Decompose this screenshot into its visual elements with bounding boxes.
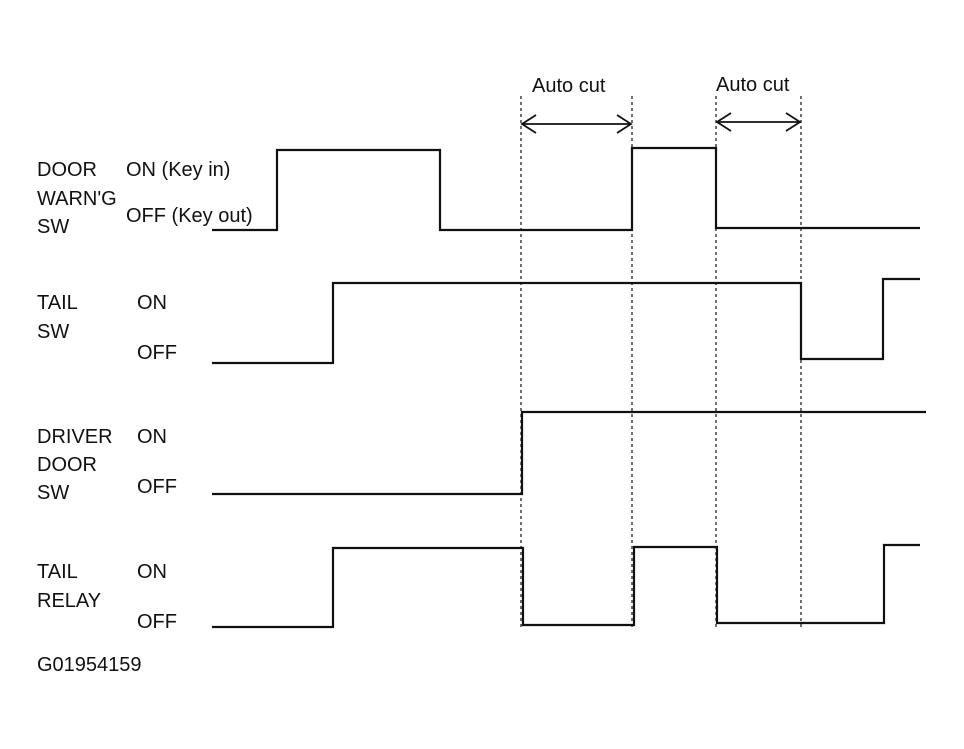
signal-waveform bbox=[212, 543, 920, 629]
auto-cut-arrow-1 bbox=[520, 114, 633, 134]
signal-tail-relay: TAIL RELAY ON OFF bbox=[37, 543, 920, 633]
signal-name-line: SW bbox=[37, 216, 69, 238]
auto-cut-label-2: Auto cut bbox=[716, 74, 790, 96]
signal-name-line: SW bbox=[37, 482, 69, 504]
off-state-label: OFF bbox=[137, 611, 177, 633]
signal-name-line: TAIL bbox=[37, 292, 78, 314]
on-state-label: ON bbox=[137, 426, 167, 448]
signal-name-line: TAIL bbox=[37, 561, 78, 583]
on-state-label: ON bbox=[137, 561, 167, 583]
off-state-label: OFF bbox=[137, 476, 177, 498]
off-state-label: OFF bbox=[137, 342, 177, 364]
signal-waveform bbox=[212, 410, 926, 496]
signal-waveform bbox=[212, 277, 920, 365]
signal-name-line: DRIVER bbox=[37, 426, 113, 448]
on-state-label: ON (Key in) bbox=[126, 159, 230, 181]
on-state-label: ON bbox=[137, 292, 167, 314]
figure-id: G01954159 bbox=[37, 654, 142, 676]
signal-waveform bbox=[212, 146, 920, 232]
signal-door-warning-switch: DOOR WARN'G SW ON (Key in) OFF (Key out) bbox=[37, 146, 920, 238]
signal-name-line: DOOR bbox=[37, 159, 97, 181]
signal-name-line: RELAY bbox=[37, 590, 101, 612]
signal-tail-switch: TAIL SW ON OFF bbox=[37, 277, 920, 365]
signal-name-line: DOOR bbox=[37, 454, 97, 476]
off-state-label: OFF (Key out) bbox=[126, 205, 253, 227]
signal-name-line: SW bbox=[37, 321, 69, 343]
signal-driver-door-switch: DRIVER DOOR SW ON OFF bbox=[37, 410, 926, 504]
auto-cut-label-1: Auto cut bbox=[532, 75, 606, 97]
auto-cut-arrow-2 bbox=[715, 112, 802, 132]
signal-name-line: WARN'G bbox=[37, 188, 117, 210]
